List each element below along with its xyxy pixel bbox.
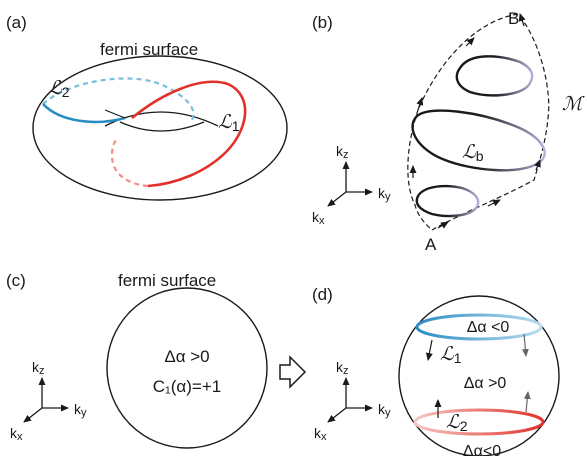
axis-c-kx-label: kx xyxy=(10,425,23,443)
axis-d-ky-label: ky xyxy=(378,401,391,419)
loop-l2-back xyxy=(42,77,195,123)
manifold-arrow-5 xyxy=(465,37,475,47)
axes-c: kz ky kx xyxy=(10,359,87,443)
arrow-d-l1 xyxy=(425,339,433,361)
loop-l1-sub: 1 xyxy=(232,118,240,134)
manifold-arrow-4 xyxy=(416,97,424,111)
loop-d-l2-sub: 2 xyxy=(460,418,468,434)
loop-l2-tick xyxy=(104,109,126,119)
panel-d: (d) Δα <0 Δα >0 Δα<0 ℒ1 ℒ2 kz ky kx xyxy=(312,285,560,456)
point-a-label: A xyxy=(425,235,437,254)
loop-l2-script: ℒ xyxy=(48,78,63,99)
loop-l1-front xyxy=(131,80,247,188)
loop-l1-back xyxy=(110,137,149,188)
loop-lb-sub: b xyxy=(476,148,484,164)
panel-b-label: (b) xyxy=(312,13,333,32)
axis-b-kz-label: kz xyxy=(336,143,349,161)
axis-c-ky-label: ky xyxy=(74,401,87,419)
axis-c-kz-label: kz xyxy=(32,359,45,377)
gap-mid-text: Δα >0 xyxy=(464,375,507,392)
panel-c: (c) fermi surface Δα >0 C₁(α)=+1 kz ky k… xyxy=(6,271,268,449)
ring-bottom xyxy=(413,408,545,436)
axes-b: kz ky kx xyxy=(312,143,391,227)
transition-arrow-icon xyxy=(279,355,307,389)
gap-top-text: Δα <0 xyxy=(467,319,510,336)
arrow-d-bottom-right xyxy=(523,391,531,413)
loop-bottom xyxy=(415,184,480,218)
loop-l2-label: ℒ2 xyxy=(48,78,70,100)
point-b-label: B xyxy=(508,9,519,28)
loop-d-l2-label: ℒ2 xyxy=(446,412,468,434)
panel-d-label: (d) xyxy=(312,285,333,304)
axis-d-kz-label: kz xyxy=(336,359,349,377)
loop-lb-script: ℒ xyxy=(462,142,477,163)
axis-d-kx xyxy=(327,407,347,423)
axis-d-kx-label: kx xyxy=(314,425,327,443)
axes-d: kz ky kx xyxy=(314,359,391,443)
panel-b: (b) B A ℳ ℒb kz ky kx xyxy=(312,9,585,254)
fermi-sphere-c xyxy=(106,287,268,449)
chern-text-c: C₁(α)=+1 xyxy=(153,377,221,396)
ring-top xyxy=(415,313,543,341)
loop-d-l1-sub: 1 xyxy=(454,350,462,366)
panel-c-label: (c) xyxy=(6,271,26,290)
loop-top xyxy=(455,55,534,97)
loop-d-l1-label: ℒ1 xyxy=(440,344,462,366)
loop-l1-label: ℒ1 xyxy=(218,112,240,134)
loop-d-l1-script: ℒ xyxy=(440,344,455,365)
loop-d-l2-script: ℒ xyxy=(446,412,461,433)
manifold-arrow-2 xyxy=(487,199,501,207)
torus-hole-lower xyxy=(119,121,205,132)
axis-b-kx-label: kx xyxy=(312,209,325,227)
loop-l2-front xyxy=(42,103,126,124)
torus-outer-outline xyxy=(32,55,288,201)
manifold-outline xyxy=(407,13,550,231)
manifold-arrow-7 xyxy=(518,13,526,27)
gap-text-c: Δα >0 xyxy=(164,347,209,366)
manifold-arrow-1 xyxy=(437,221,449,229)
fermi-sphere-d xyxy=(398,295,560,456)
axis-c-kx xyxy=(23,407,43,423)
arrow-d-top-right xyxy=(521,333,529,357)
axis-b-kx xyxy=(327,191,347,207)
panel-a: (a) fermi surface ℒ2 ℒ1 xyxy=(6,13,288,201)
manifold-label: ℳ xyxy=(562,94,585,115)
panel-c-title: fermi surface xyxy=(118,271,216,290)
manifold-arrow-6 xyxy=(534,159,541,171)
loop-l1-script: ℒ xyxy=(218,112,233,133)
gap-bottom-text: Δα<0 xyxy=(463,443,501,456)
panel-a-label: (a) xyxy=(6,13,27,32)
panel-a-title: fermi surface xyxy=(100,40,198,59)
loop-l2-sub: 2 xyxy=(62,84,70,100)
axis-b-ky-label: ky xyxy=(378,185,391,203)
loop-lb-label: ℒb xyxy=(462,142,484,164)
